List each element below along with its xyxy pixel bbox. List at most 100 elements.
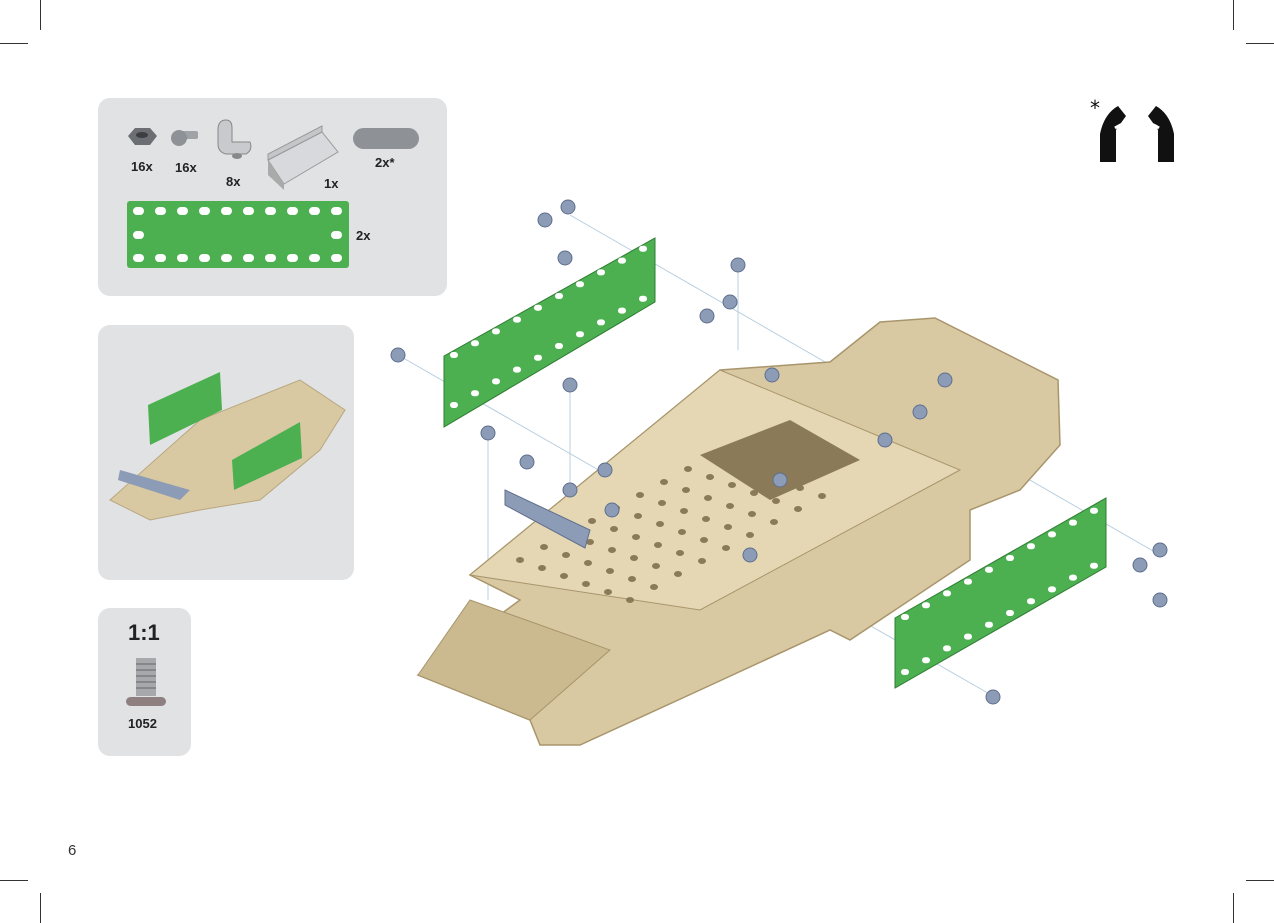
crop-mark [0, 43, 28, 44]
plate-hole [1090, 507, 1098, 514]
chassis-hole [586, 539, 594, 545]
plate-hole [155, 254, 166, 262]
chassis-hole [722, 545, 730, 551]
plate-hole [597, 269, 605, 276]
plate-hole [1048, 586, 1056, 593]
plate-hole [243, 254, 254, 262]
chassis-hole [746, 532, 754, 538]
crop-mark [1233, 893, 1234, 923]
scale-label: 1:1 [128, 620, 160, 645]
plate-hole [534, 354, 542, 361]
plate-hole [199, 254, 210, 262]
green-plate-left [443, 237, 656, 428]
svg-text:*: * [1090, 96, 1100, 120]
chassis-hole [674, 571, 682, 577]
chassis-hole [608, 547, 616, 553]
chassis-hole [628, 576, 636, 582]
plate-hole [1027, 543, 1035, 550]
bolt-part [937, 372, 953, 388]
chassis-hole [582, 581, 590, 587]
bolt-part [537, 212, 553, 228]
plate-hole [639, 245, 647, 252]
plate-hole [576, 331, 584, 338]
strip-icon [353, 128, 419, 149]
crop-mark [1233, 0, 1234, 30]
plate-hole [513, 366, 521, 373]
green-plate-icon [127, 201, 349, 268]
part-number: 1052 [128, 716, 157, 731]
chassis-hole [700, 537, 708, 543]
chassis-hole [516, 557, 524, 563]
plate-hole [331, 254, 342, 262]
chassis-hole [750, 490, 758, 496]
chassis-hole [560, 573, 568, 579]
plate-hole [964, 578, 972, 585]
plate-hole [492, 328, 500, 335]
bolt-part [699, 308, 715, 324]
chassis-hole [610, 526, 618, 532]
chassis-hole [796, 485, 804, 491]
plate-hole [471, 390, 479, 397]
chassis-hole [708, 453, 716, 459]
plate-hole [534, 304, 542, 311]
plate-hole [133, 207, 144, 215]
chassis-hole [704, 495, 712, 501]
plate-hole [177, 254, 188, 262]
chassis-hole [730, 461, 738, 467]
crop-mark [1246, 43, 1274, 44]
plate-hole [639, 295, 647, 302]
plate-hole [309, 207, 320, 215]
plate-hole [471, 340, 479, 347]
chassis-hole [604, 589, 612, 595]
plate-hole [331, 207, 342, 215]
bolt-part [742, 547, 758, 563]
chassis-hole [702, 516, 710, 522]
bolt-part [604, 502, 620, 518]
crop-mark [0, 880, 28, 881]
crop-mark [40, 0, 41, 30]
chassis-hole [584, 560, 592, 566]
chassis-hole [538, 565, 546, 571]
angle-girder-icon [267, 125, 339, 190]
bolt-part [1152, 542, 1168, 558]
chassis-hole [676, 550, 684, 556]
chassis-hole [650, 584, 658, 590]
plate-hole [450, 352, 458, 358]
plate-hole [597, 319, 605, 326]
bolt-part [562, 482, 578, 498]
plate-hole [133, 254, 144, 262]
plate-hole [177, 207, 188, 215]
chassis-hole [684, 466, 692, 472]
crop-mark [1246, 880, 1274, 881]
plate-hole [943, 590, 951, 597]
plate-hole [555, 293, 563, 299]
bolt-part [772, 472, 788, 488]
chassis-hole [682, 487, 690, 493]
plate-hole [155, 207, 166, 215]
plate-hole [199, 207, 210, 215]
chassis-hole [540, 544, 548, 550]
plate-hole [618, 257, 626, 264]
angle-girder-part [504, 489, 591, 549]
bolt-part [730, 257, 746, 273]
plate-hole [576, 281, 584, 288]
plate-hole [450, 402, 458, 408]
chassis-hole [678, 529, 686, 535]
bolt-part [562, 377, 578, 393]
bolt-part [985, 689, 1001, 705]
bolt-part [519, 454, 535, 470]
chassis-hole [654, 542, 662, 548]
plate-hole [221, 254, 232, 262]
preview-model-thumbnail [109, 372, 346, 521]
chassis-hole [706, 474, 714, 480]
plate-hole [901, 614, 909, 620]
plate-hole [1006, 555, 1014, 561]
plate-hole [1069, 519, 1077, 526]
bolt-part [390, 347, 406, 363]
plate-hole [964, 633, 972, 640]
bolt-part [722, 294, 738, 310]
bolt-part [1132, 557, 1148, 573]
chassis-hole [588, 518, 596, 524]
bolt-part [560, 199, 576, 215]
